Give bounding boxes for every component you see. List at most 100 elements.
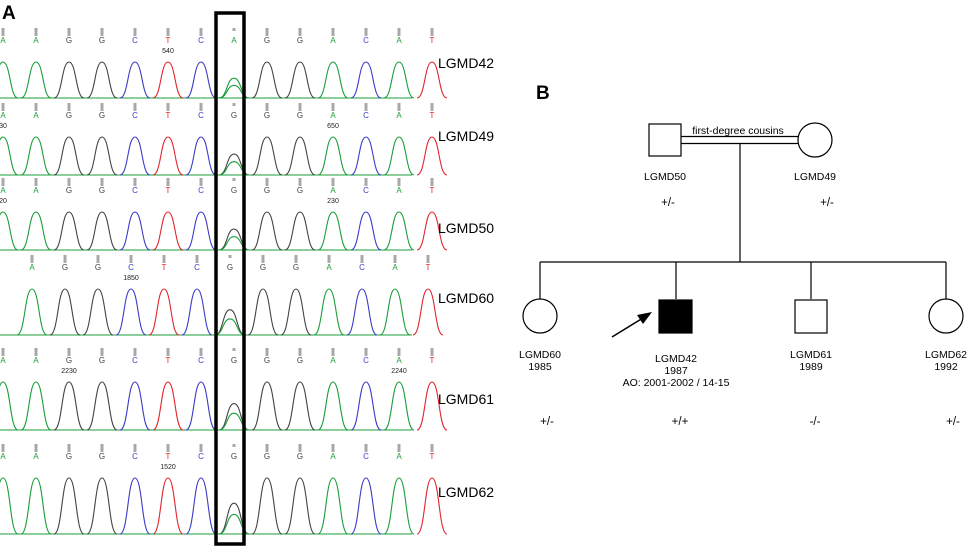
quality-bar [67,28,71,36]
base-call-letter: T [162,263,167,272]
quality-bar [199,28,203,36]
sample-name-label: LGMD60 [438,290,494,306]
trace-peak [317,477,349,535]
quality-bar [397,444,401,452]
quality-bar [265,28,269,36]
trace-peak [313,288,345,336]
base-call-letter: G [264,111,270,120]
child-id: LGMD60 [519,349,561,361]
base-call-letter: A [396,356,402,365]
quality-bar [364,178,368,186]
trace-peak [185,381,217,431]
base-call-letter: C [359,263,365,272]
quality-bar [199,444,203,452]
base-call-letter: A [33,36,39,45]
quality-bar [1,178,5,186]
base-call-letter: A [396,111,402,120]
base-call-letter: A [231,36,237,45]
trace-peak [0,61,19,99]
trace-peak [416,61,448,99]
base-call-letter: C [132,36,138,45]
trace-peak [383,381,415,431]
base-call-letter: C [198,111,204,120]
quality-bar [298,178,302,186]
quality-bar [397,348,401,356]
base-call-letter: A [0,186,6,195]
trace-peak [152,211,184,251]
base-call-letter: G [99,36,105,45]
trace-peak [214,309,246,336]
trace-peak [317,381,349,431]
trace-peak [148,288,180,336]
trace-peak [185,211,217,251]
trace-peak [49,288,81,336]
base-position-number: 230 [327,198,339,205]
quality-bar [261,255,265,263]
child-genotype: +/- [540,416,554,428]
quality-bar [232,103,236,106]
base-call-letter: A [396,452,402,461]
quality-bar [331,178,335,186]
base-call-letter: G [293,263,299,272]
quality-bar [298,28,302,36]
trace-peak [20,477,52,535]
quality-bar [166,444,170,452]
quality-bar [1,28,5,36]
base-call-letter: C [128,263,134,272]
base-call-letter: G [66,186,72,195]
trace-peak [317,136,349,176]
quality-bar [364,444,368,452]
mother-genotype: +/- [820,197,834,209]
base-call-letter: A [0,36,6,45]
trace-peak [284,381,316,431]
trace-peak [20,381,52,431]
base-call-letter: C [198,452,204,461]
trace-peak [185,61,217,99]
quality-bar [133,28,137,36]
quality-bar [364,103,368,111]
quality-bar [331,444,335,452]
quality-bar [265,348,269,356]
base-call-letter: A [326,263,332,272]
base-call-letter: C [363,452,369,461]
trace-peak [20,61,52,99]
base-call-letter: T [166,452,171,461]
child-genotype: -/- [810,416,821,428]
mother-id: LGMD49 [794,171,836,183]
child-genotype: +/- [946,416,960,428]
quality-bar [232,444,236,447]
quality-bar [34,178,38,186]
child-year: 1992 [934,361,958,373]
trace-peak [0,477,19,535]
trace-peak [383,61,415,99]
base-call-letter: T [430,36,435,45]
trace-peak [383,136,415,176]
quality-bar [265,444,269,452]
child-id: LGMD42 [655,353,697,365]
trace-peak [86,61,118,99]
father-genotype: +/- [661,197,675,209]
quality-bar [360,255,364,263]
base-call-letter: A [33,452,39,461]
sample-name-label: LGMD42 [438,55,494,71]
trace-peak [346,288,378,336]
age-of-onset-note: AO: 2001-2002 / 14-15 [623,377,730,389]
child-lgmd61-square [794,299,828,334]
quality-bar [133,178,137,186]
trace-peak [251,211,283,251]
quality-bar [34,103,38,111]
child-id: LGMD62 [925,349,967,361]
trace-peak [280,288,312,336]
trace-peak [86,477,118,535]
father-id: LGMD50 [644,171,686,183]
base-position-number: 2230 [61,368,77,375]
pedigree-father-square [648,123,682,157]
trace-peak [16,288,48,336]
trace-peak [350,61,382,99]
base-call-letter: G [99,452,105,461]
base-call-letter: T [430,186,435,195]
trace-peak [0,381,19,431]
trace-peak [0,136,19,176]
